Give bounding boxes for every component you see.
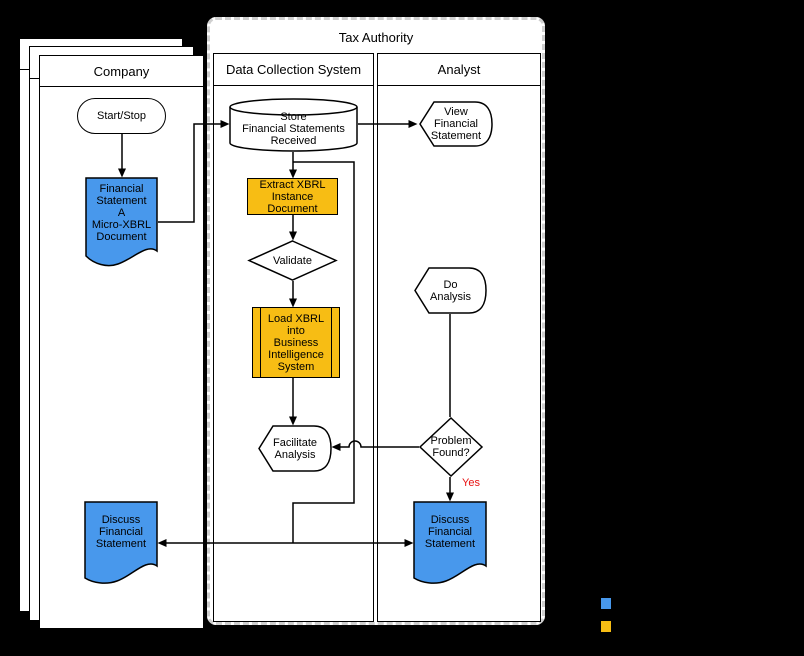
legend-blue-swatch <box>601 598 611 609</box>
node-label: Extract XBRL Instance Document <box>259 178 326 215</box>
node-problem-found: Problem Found? <box>418 416 484 478</box>
node-discuss-financial-statement-analyst: Discuss Financial Statement <box>413 501 487 589</box>
data-collection-system-title: Data Collection System <box>225 62 362 77</box>
data-collection-system-header: Data Collection System <box>214 54 373 86</box>
legend-yellow-swatch <box>601 621 611 632</box>
node-label: Validate <box>273 254 312 267</box>
predefined-process-right-bar <box>331 308 332 377</box>
node-view-financial-statement: View Financial Statement <box>419 101 493 147</box>
node-facilitate-analysis: Facilitate Analysis <box>258 425 332 472</box>
node-label: Do Analysis <box>430 278 471 303</box>
node-label: Discuss Financial Statement <box>95 514 147 550</box>
node-label: Start/Stop <box>97 110 146 122</box>
predefined-process-left-bar <box>260 308 261 377</box>
node-do-analysis: Do Analysis <box>414 267 487 314</box>
node-label: Load XBRL into Business Intelligence Sys… <box>267 312 325 373</box>
node-financial-statement-document: Financial Statement A Micro-XBRL Documen… <box>85 177 158 269</box>
display-shape <box>419 101 493 147</box>
document-shape <box>413 501 487 584</box>
node-extract-xbrl: Extract XBRL Instance Document <box>247 178 338 215</box>
node-start-stop: Start/Stop <box>77 98 166 134</box>
document-shape <box>85 177 158 267</box>
display-shape <box>414 267 487 314</box>
node-label: View Financial Statement <box>430 106 482 142</box>
company-lane-title: Company <box>93 63 150 79</box>
analyst-title: Analyst <box>437 62 481 77</box>
node-label: Problem Found? <box>430 435 472 459</box>
edge-label-yes: Yes <box>462 477 480 489</box>
tax-authority-title: Tax Authority <box>338 30 414 45</box>
decision-shape <box>418 416 484 478</box>
company-lane-header: Company <box>40 56 203 87</box>
node-store-financial-statements: Store Financial Statements Received <box>229 98 358 152</box>
database-shape <box>229 98 358 152</box>
node-discuss-financial-statement-company: Discuss Financial Statement <box>84 501 158 589</box>
node-label: Discuss Financial Statement <box>424 514 476 550</box>
node-load-xbrl: Load XBRL into Business Intelligence Sys… <box>252 307 340 378</box>
document-shape <box>84 501 158 584</box>
node-label: Facilitate Analysis <box>272 436 318 461</box>
analyst-header: Analyst <box>378 54 540 86</box>
node-label: Store Financial Statements Received <box>242 111 345 147</box>
node-validate: Validate <box>247 240 338 281</box>
node-label: Financial Statement A Micro-XBRL Documen… <box>91 183 152 243</box>
